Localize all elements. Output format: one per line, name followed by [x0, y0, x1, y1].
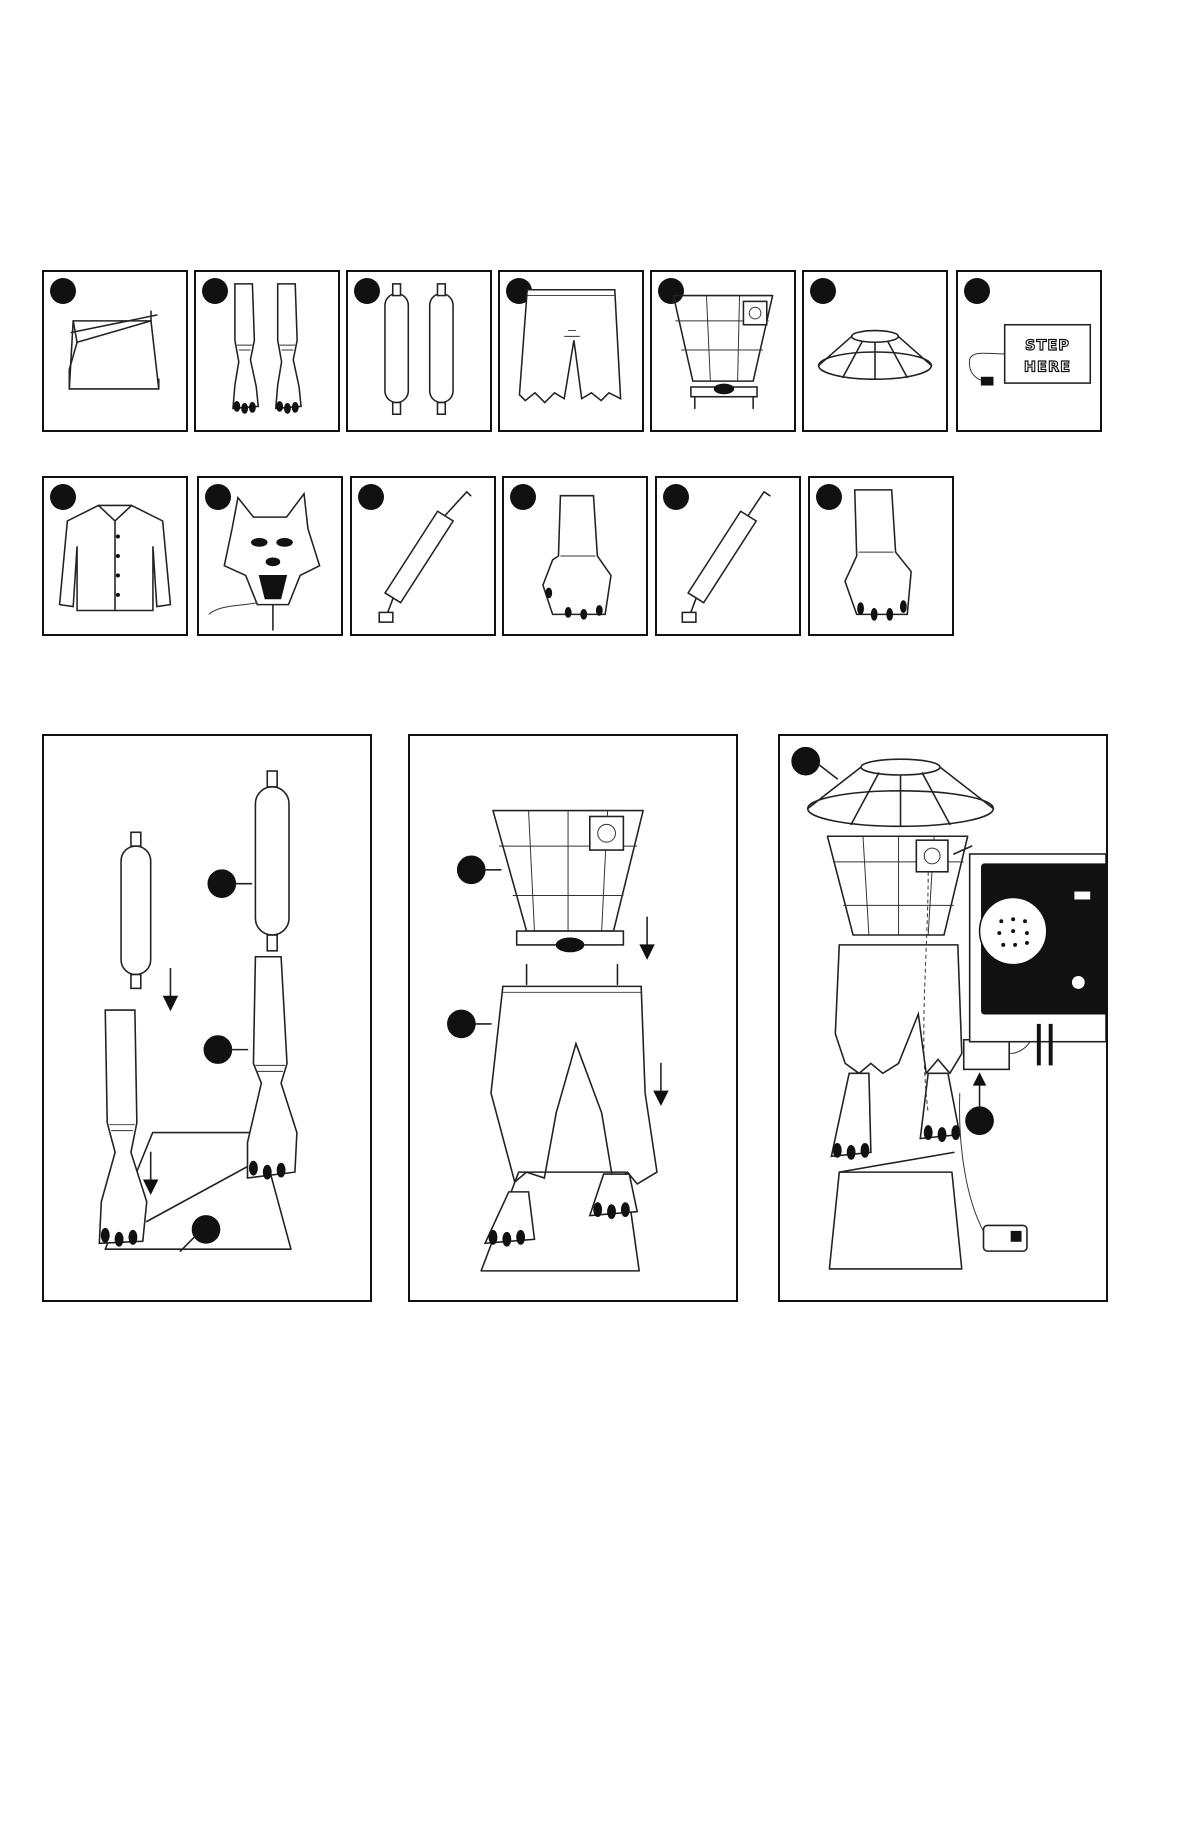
part-panel-shoulder-ring — [802, 270, 948, 432]
legs-illustration — [196, 272, 338, 430]
part-panel-hand-left — [502, 476, 648, 636]
assembly-step-legs-illustration — [44, 736, 370, 1300]
part-panel-legs — [194, 270, 340, 432]
part-panel-arm-tube-left — [350, 476, 496, 636]
part-panel-leg-tubes — [346, 270, 492, 432]
arm-tube-left-illustration — [352, 478, 494, 634]
part-panel-pants — [498, 270, 644, 432]
shirt-illustration — [44, 478, 186, 634]
part-panel-arm-tube-right — [655, 476, 801, 636]
leg-tubes-illustration — [348, 272, 490, 430]
part-panel-hand-right — [808, 476, 954, 636]
part-panel-torso-frame — [650, 270, 796, 432]
step-pad-sign-line2: HERE — [1024, 358, 1071, 375]
part-panel-shirt — [42, 476, 188, 636]
base-frame-illustration — [44, 272, 186, 430]
shoulder-ring-illustration — [804, 272, 946, 430]
arm-tube-right-illustration — [657, 478, 799, 634]
assembly-step-torso — [408, 734, 738, 1302]
part-panel-base-frame — [42, 270, 188, 432]
assembly-step-ring-power — [778, 734, 1108, 1302]
assembly-step-torso-illustration — [410, 736, 736, 1300]
pants-illustration — [500, 272, 642, 430]
step-pad-illustration: STEP HERE — [958, 272, 1100, 430]
hand-left-illustration — [504, 478, 646, 634]
part-panel-step-pad: STEP HERE — [956, 270, 1102, 432]
step-pad-sign-line1: STEP — [1025, 337, 1070, 354]
assembly-step-legs — [42, 734, 372, 1302]
part-panel-werewolf-head — [197, 476, 343, 636]
assembly-step-ring-power-illustration — [780, 736, 1106, 1300]
werewolf-head-illustration — [199, 478, 341, 634]
torso-frame-illustration — [652, 272, 794, 430]
hand-right-illustration — [810, 478, 952, 634]
